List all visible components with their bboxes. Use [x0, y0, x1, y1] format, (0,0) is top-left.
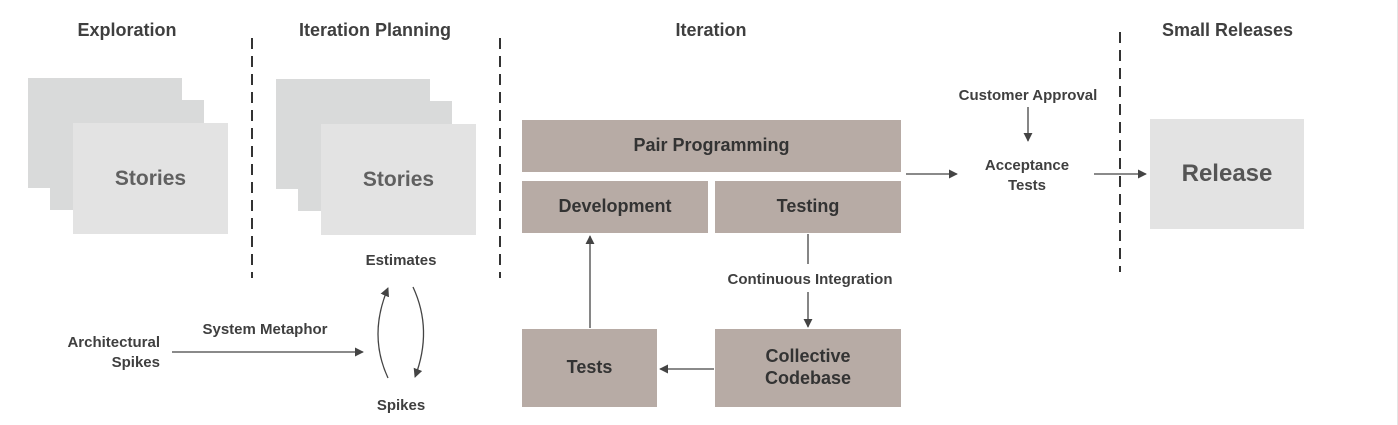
phase-iteration-planning-heading: Iteration Planning [298, 20, 451, 40]
pair-programming-label: Pair Programming [633, 135, 790, 156]
acceptance-tests-line-2: Tests [1007, 177, 1047, 194]
tests-label: Tests [566, 357, 613, 378]
phase-iteration-heading: Iteration [675, 20, 747, 40]
testing-box: Testing [715, 181, 901, 233]
exploration-stories-label: Stories [114, 166, 187, 190]
phase-exploration-heading: Exploration [77, 20, 177, 40]
architectural-spikes-line-1: Architectural [67, 334, 160, 351]
planning-stories-card: Stories [321, 124, 476, 235]
acceptance-tests-line-1: Acceptance [984, 157, 1070, 174]
spikes-label: Spikes [376, 397, 426, 414]
testing-label: Testing [776, 196, 840, 217]
collective-codebase-box: Collective Codebase [715, 329, 901, 407]
phase-small-releases-heading: Small Releases [1161, 20, 1294, 40]
customer-approval-label: Customer Approval [958, 87, 1098, 104]
release-box: Release [1150, 119, 1304, 229]
spikes-to-estimates-arrow [377, 287, 389, 379]
collective-codebase-line-2: Codebase [764, 368, 852, 388]
architectural-spikes-line-2: Spikes [111, 354, 160, 371]
estimates-to-spikes-arrow [412, 286, 425, 378]
release-label: Release [1181, 160, 1273, 187]
development-box: Development [522, 181, 708, 233]
planning-stories-label: Stories [362, 167, 435, 191]
estimates-label: Estimates [365, 252, 437, 269]
tests-box: Tests [522, 329, 657, 407]
architectural-spikes-label: Architectural Spikes [30, 333, 160, 373]
system-metaphor-label: System Metaphor [202, 321, 328, 338]
collective-codebase-line-1: Collective [765, 346, 851, 367]
exploration-stories-card: Stories [73, 123, 228, 234]
continuous-integration-label: Continuous Integration [727, 271, 893, 288]
pair-programming-box: Pair Programming [522, 120, 901, 172]
development-label: Development [558, 196, 672, 217]
acceptance-tests-label: Acceptance Tests [957, 156, 1097, 196]
